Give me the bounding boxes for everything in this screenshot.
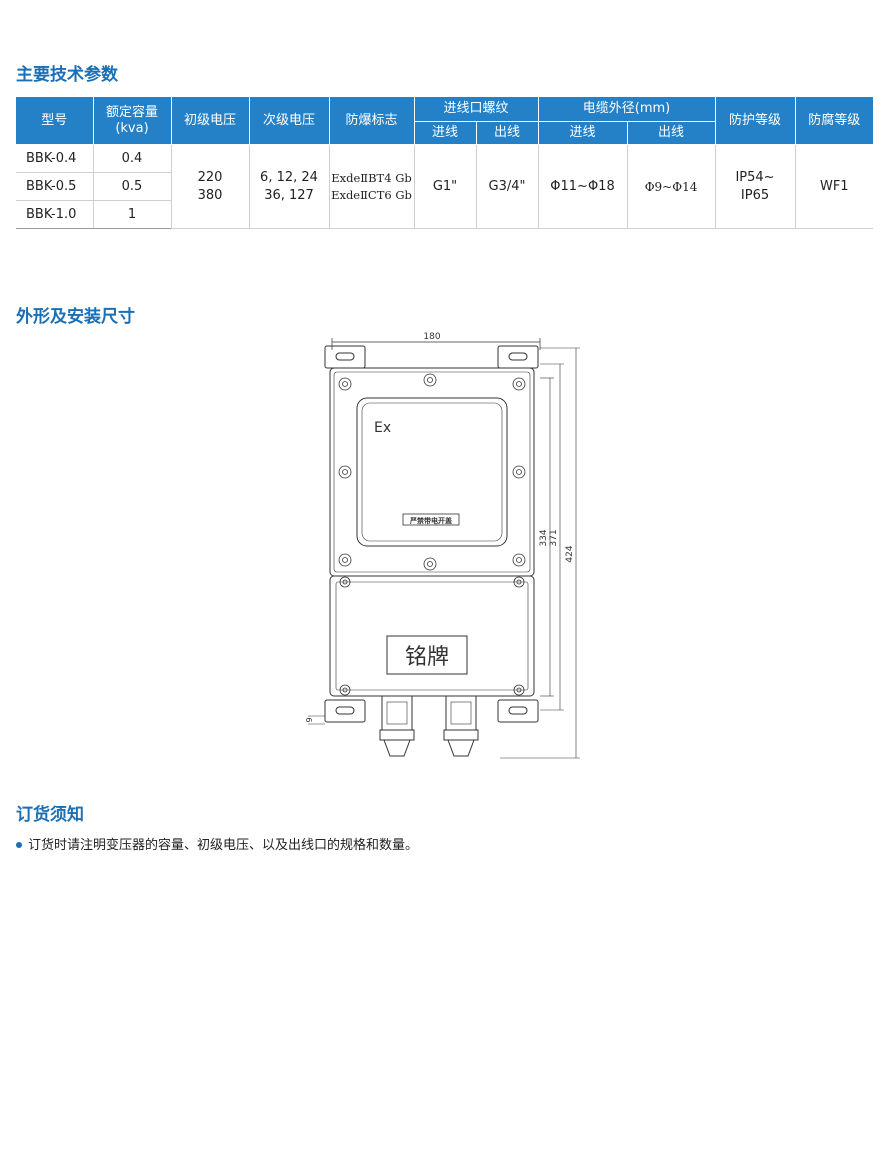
dim-small-label: 9 (305, 717, 314, 722)
primary-voltage-line-2: 380 (197, 187, 223, 203)
cell-cable-out: Φ9~Φ14 (626, 144, 716, 229)
dimensions-section-title: 外形及安装尺寸 (16, 307, 135, 327)
header-secondary-voltage: 次级电压 (248, 96, 330, 145)
cell-primary-voltage: 220 380 (170, 144, 250, 229)
nameplate-label: 铭牌 (405, 645, 449, 670)
header-cable-in: 进线 (537, 121, 628, 145)
cell-secondary-voltage: 6, 12, 24 36, 127 (248, 144, 330, 229)
table-row: BBK-0.5 0.5 (16, 172, 873, 201)
protection-line-1: IP54~ (735, 169, 775, 185)
order-note-text: 订货时请注明变压器的容量、初级电压、以及出线口的规格和数量。 (28, 838, 419, 853)
secondary-voltage-line-1: 6, 12, 24 (260, 169, 318, 185)
header-capacity: 额定容量 (kva) (92, 96, 172, 145)
explosion-mark-line-1: ExdeⅡBT4 Gb (331, 170, 412, 185)
header-capacity-label: 额定容量 (kva) (105, 104, 158, 136)
header-cable-out: 出线 (626, 121, 716, 145)
explosion-mark-line-2: ExdeⅡCT6 Gb (331, 187, 412, 202)
dim-h1-label: 334 (539, 529, 549, 546)
header-cable-diameter: 电缆外径(mm) (537, 96, 716, 122)
cell-model: BBK-1.0 (16, 200, 94, 229)
header-primary-voltage: 初级电压 (170, 96, 250, 145)
cell-model: BBK-0.4 (16, 144, 94, 173)
header-thread-out: 出线 (475, 121, 539, 145)
dim-h3-label: 424 (565, 545, 575, 562)
cell-model: BBK-0.5 (16, 172, 94, 201)
specs-table: 型号 额定容量 (kva) 初级电压 次级电压 防爆标志 进线口螺纹 电缆外径(… (16, 96, 874, 229)
header-thread: 进线口螺纹 (413, 96, 539, 122)
cell-cable-in: Φ11~Φ18 (537, 144, 628, 229)
table-row: BBK-1.0 1 (16, 200, 873, 229)
cell-capacity: 0.5 (92, 172, 171, 201)
cell-protection: IP54~ IP65 (714, 144, 796, 229)
protection-line-2: IP65 (740, 187, 770, 203)
window-warning-label: 严禁带电开盖 (409, 516, 452, 525)
enclosure-drawing: 180 334 371 424 9 Ex 严禁带电开盖 铭牌 (305, 332, 580, 759)
header-anticorrosion: 防腐等级 (794, 96, 874, 145)
dim-h2-label: 371 (549, 529, 559, 546)
order-note: 订货时请注明变压器的容量、初级电压、以及出线口的规格和数量。 (16, 834, 418, 853)
cell-anticorrosion: WF1 (794, 144, 874, 229)
table-row: BBK-0.4 0.4 220 380 6, 12, 24 36, 127 Ex… (16, 144, 874, 229)
cell-explosion-mark: ExdeⅡBT4 Gb ExdeⅡCT6 Gb (328, 144, 415, 229)
cell-thread-out: G3/4" (475, 144, 539, 229)
primary-voltage-line-1: 220 (197, 169, 223, 185)
header-thread-in: 进线 (414, 121, 477, 145)
dim-width-label: 180 (423, 332, 440, 342)
bullet-icon (16, 841, 22, 848)
header-protection: 防护等级 (714, 96, 796, 145)
header-explosion-mark: 防爆标志 (328, 96, 415, 145)
cell-capacity: 0.4 (92, 144, 172, 173)
ex-mark: Ex (374, 420, 391, 436)
cell-thread-in: G1" (413, 144, 477, 229)
header-model: 型号 (16, 96, 94, 145)
specs-section-title: 主要技术参数 (16, 65, 118, 85)
order-section-title: 订货须知 (16, 805, 84, 825)
cell-capacity: 1 (92, 200, 171, 229)
secondary-voltage-line-2: 36, 127 (264, 187, 314, 203)
